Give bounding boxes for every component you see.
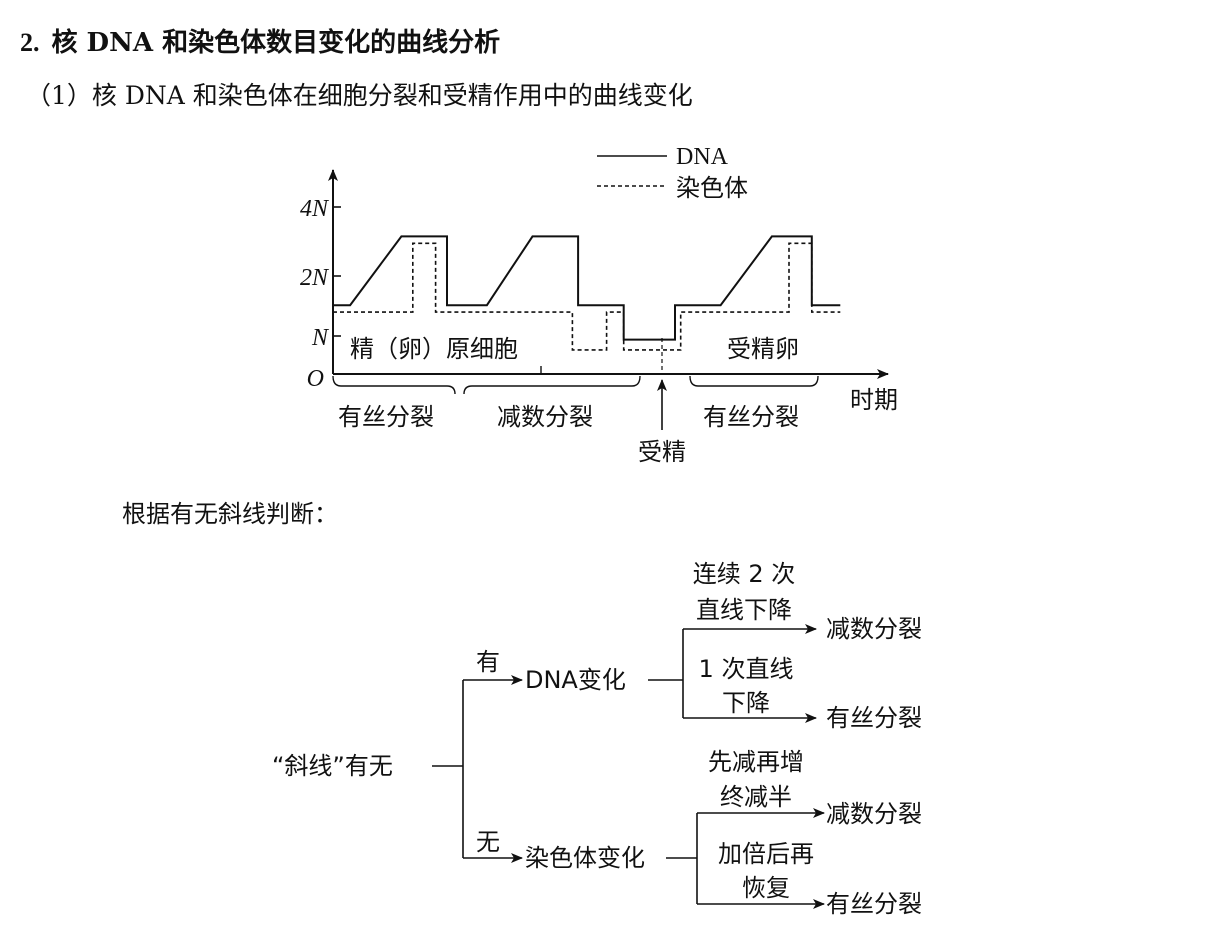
dna-chromosome-chart: 4N 2N N O 时期 DNA 染色体 精（卵）原细胞 受精卵 有丝分裂 减数… xyxy=(300,144,898,466)
tree-root: “斜线”有无 xyxy=(272,752,393,780)
phase-label-mitosis-2: 有丝分裂 xyxy=(703,403,799,431)
brace-mitosis-1 xyxy=(332,375,456,395)
chrom-branch-2-cond-line1: 加倍后再 xyxy=(718,840,814,868)
dna-branch-1-result: 减数分裂 xyxy=(826,615,922,643)
subsection-heading: （1）核 DNA 和染色体在细胞分裂和受精作用中的曲线变化 xyxy=(26,81,693,110)
chrom-branch-2-cond-line2: 恢复 xyxy=(742,874,790,902)
chrom-branch-1-cond-line1: 先减再增 xyxy=(708,748,804,776)
dna-branch-1-cond-line1: 连续 2 次 xyxy=(693,560,796,588)
dna-branch-1-cond-line2: 直线下降 xyxy=(696,596,792,624)
legend-dna-label: DNA xyxy=(676,144,729,170)
phase-label-meiosis: 减数分裂 xyxy=(497,403,593,431)
phase-label-mitosis-1: 有丝分裂 xyxy=(338,403,434,431)
dna-change-node: DNA变化 xyxy=(525,666,626,694)
brace-meiosis xyxy=(463,375,641,395)
chrom-branch-1-cond-line2: 终减半 xyxy=(720,783,792,811)
series-line-chromosome xyxy=(333,242,841,351)
series-line-dna xyxy=(333,235,841,341)
y-tick-label-2n: 2N xyxy=(300,265,330,291)
y-tick-label-n: N xyxy=(311,325,330,351)
legend-chromosome-label: 染色体 xyxy=(676,174,748,202)
dna-branch-2-result: 有丝分裂 xyxy=(826,704,922,732)
x-axis-label: 时期 xyxy=(850,386,898,414)
decision-tree: “斜线”有无 有 DNA变化 连续 2 次 直线下降 减数分裂 1 次直线 下降… xyxy=(272,560,922,918)
region-label-zygote: 受精卵 xyxy=(727,335,799,363)
judgement-intro: 根据有无斜线判断： xyxy=(122,500,338,528)
brace-mitosis-2 xyxy=(689,375,819,387)
no-edge-label: 无 xyxy=(476,828,500,856)
section-number: 2. xyxy=(20,28,40,57)
section-title: 核 DNA 和染色体数目变化的曲线分析 xyxy=(51,28,501,58)
yes-edge-label: 有 xyxy=(476,648,500,676)
chrom-branch-1-result: 减数分裂 xyxy=(826,800,922,828)
fertilization-label: 受精 xyxy=(638,438,686,466)
region-label-germ-cell: 精（卵）原细胞 xyxy=(350,335,518,363)
section-heading: 2. 核 DNA 和染色体数目变化的曲线分析 xyxy=(20,22,500,59)
dna-branch-2-cond-line1: 1 次直线 xyxy=(699,655,794,683)
dna-branch-2-cond-line2: 下降 xyxy=(722,689,770,717)
y-tick-label-4n: 4N xyxy=(300,196,330,222)
chromosome-change-node: 染色体变化 xyxy=(525,844,645,872)
chrom-branch-2-result: 有丝分裂 xyxy=(826,890,922,918)
origin-label: O xyxy=(307,366,324,392)
